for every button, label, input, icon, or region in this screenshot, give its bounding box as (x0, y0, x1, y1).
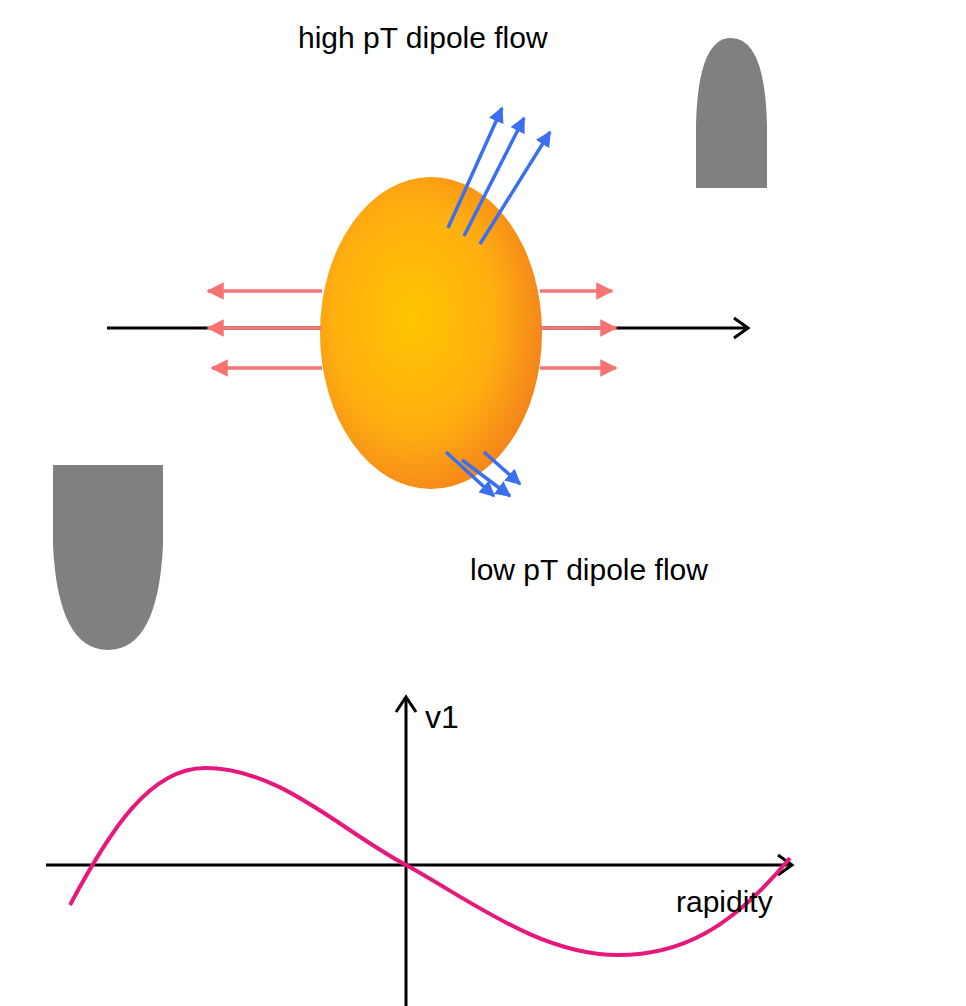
nucleus-shape (696, 38, 767, 188)
fireball-ellipse (320, 177, 542, 489)
plot-axis (46, 864, 790, 867)
annotation-label: low pT dipole flow (470, 552, 708, 588)
axis-arrowhead (396, 697, 416, 712)
v1-curve (70, 768, 790, 955)
annotation-label: high pT dipole flow (298, 20, 548, 56)
nucleus-shape (53, 465, 163, 650)
dipole-flow-arrows (446, 108, 550, 496)
annotation-label: v1 (425, 698, 459, 736)
annotation-label: rapidity (676, 884, 773, 920)
directed-flow-arrows (208, 291, 616, 368)
axis-arrowhead (734, 318, 748, 338)
plot-axis (405, 700, 408, 1006)
